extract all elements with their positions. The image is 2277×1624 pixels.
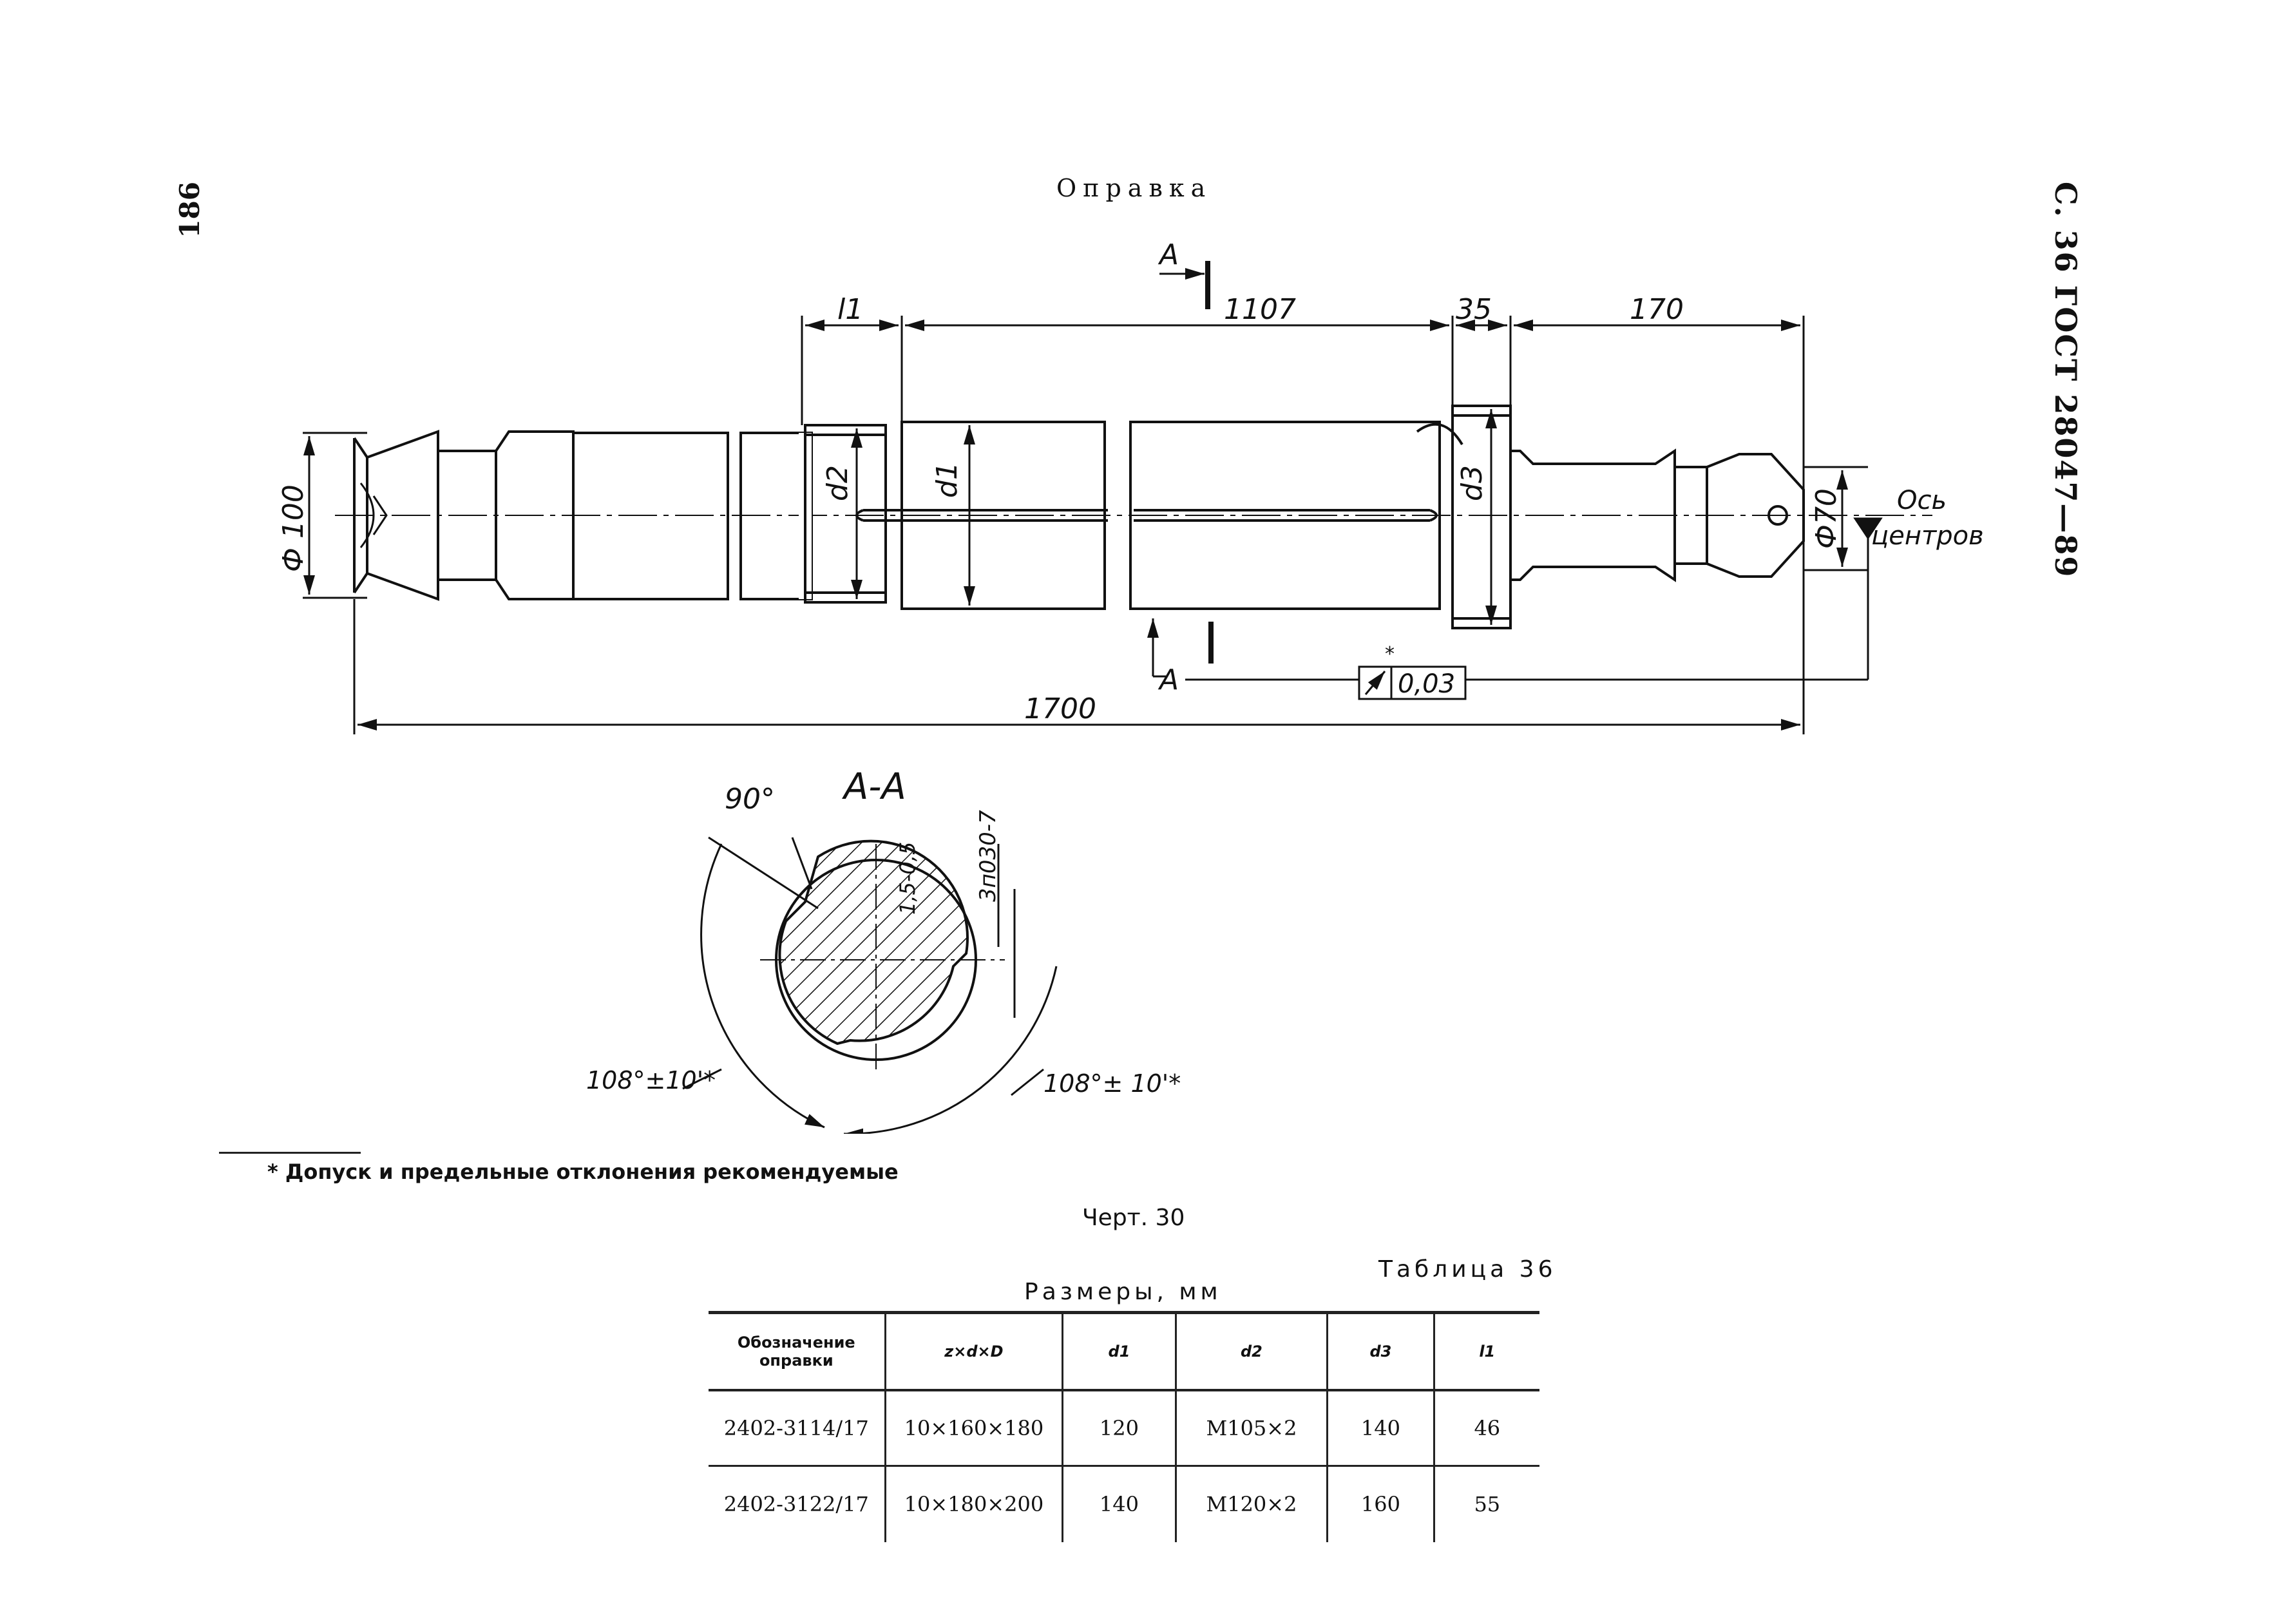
dimensions-table: Обозначение оправки z×d×D d1 d2 d3 l1 24… [709,1311,1539,1542]
header-d2: d2 [1174,1312,1328,1390]
cell-zdD: 10×180×200 [884,1466,1063,1542]
cell-designation: 2402-3122/17 [723,1492,869,1517]
dim-35: 35 [1456,293,1492,326]
dimension-labels: l1 1107 35 170 1700 Ф 100 Ф70 d1 d2 d3 А… [277,238,1984,725]
angle-90: 90° [725,783,775,816]
cell-d3: 160 [1326,1466,1434,1542]
cell-d1: 120 [1062,1390,1176,1466]
section-title: А-А [842,766,906,808]
cell-d3: 140 [1326,1390,1434,1466]
cell-l1: 55 [1433,1466,1539,1542]
header-d3: d3 [1326,1312,1434,1390]
technical-drawing: l1 1107 35 170 1700 Ф 100 Ф70 d1 d2 d3 А… [277,238,1984,1134]
section-mark-top: А [1158,238,1179,271]
table-row: 2402-3114/17 10×160×180 120 М105×2 140 4… [709,1390,1539,1466]
header-zdD: z×d×D [884,1312,1063,1390]
dimension-lines [303,261,1883,734]
cell-d2: М105×2 [1174,1390,1328,1466]
footnote: * Допуск и предельные отклонения рекомен… [267,1160,899,1184]
angle-108-left: 108°±10'* [586,1066,716,1094]
dim-1107: 1107 [1224,293,1296,326]
tolerance-value: 0,03 [1398,669,1455,699]
header-designation: Обозначение оправки [737,1333,855,1370]
section-mark-bottom: А [1158,664,1179,696]
footnote-separator [219,1152,361,1154]
axis-label-1: Ось [1897,486,1947,515]
axis-label-2: центров [1871,521,1984,551]
tolerance-star: * [1385,643,1395,665]
table-caption: Таблица 36 [1378,1256,1557,1283]
dim-d1: d1 [931,462,964,498]
dim-1700: 1700 [1024,693,1096,725]
dim-d100: Ф 100 [277,484,310,572]
dim-l1: l1 [837,293,863,326]
cell-l1: 46 [1433,1390,1539,1466]
angle-108-right: 108°± 10'* [1043,1069,1181,1098]
cell-d2: М120×2 [1174,1466,1328,1542]
dim-d2: d2 [821,465,854,501]
figure-caption: Черт. 30 [1082,1205,1185,1231]
header-l1: l1 [1433,1312,1539,1390]
cell-zdD: 10×160×180 [884,1390,1063,1466]
standard-header: С. 36 ГОСТ 28047—89 [2048,182,2083,578]
header-d1: d1 [1062,1312,1176,1390]
dim-d3: d3 [1456,465,1489,501]
dim-170: 170 [1630,293,1684,326]
cell-d1: 140 [1062,1466,1176,1542]
table-row: 2402-3122/17 10×180×200 140 М120×2 160 5… [709,1466,1539,1542]
dim-d70: Ф70 [1810,488,1843,549]
dim-1-5: 1,5-0,5 [895,842,920,915]
table-subtitle: Размеры, мм [1024,1279,1222,1305]
section-view [682,836,1058,1134]
section-labels: А-А 90° 108°±10'* 108°± 10'* 1,5-0,5 3п0… [586,766,1181,1098]
table-header-row: Обозначение оправки z×d×D d1 d2 d3 l1 [709,1312,1539,1390]
cell-designation: 2402-3114/17 [723,1415,869,1440]
drawing-title: Оправка [1056,174,1212,202]
dim-3p030: 3п030-7 [975,810,1001,902]
mandrel-body [335,405,1932,629]
